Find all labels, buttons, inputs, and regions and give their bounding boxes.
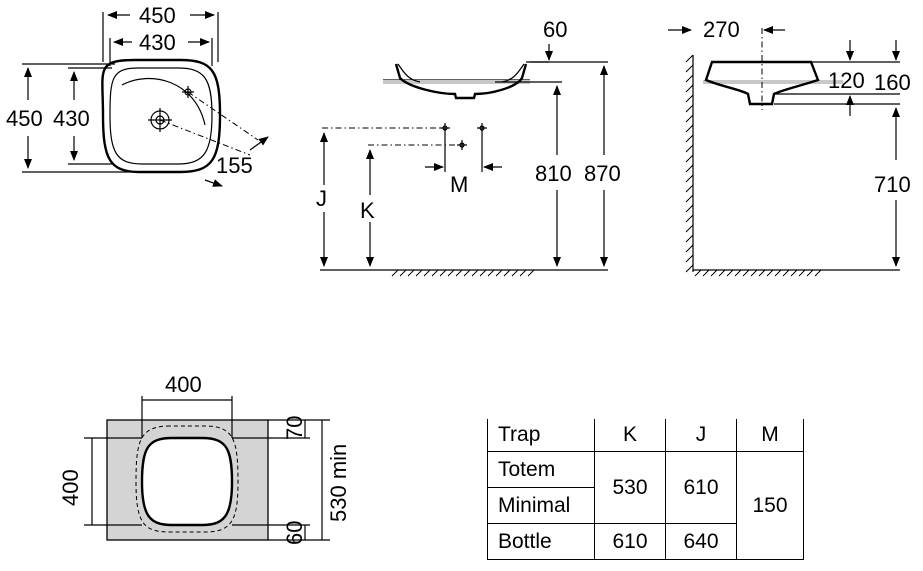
header-trap: Trap <box>487 419 595 452</box>
dim-cutout-bottom: 60 <box>282 521 307 545</box>
trap-table: Trap K J M Totem 530 610 150 Minimal Bot… <box>487 419 804 560</box>
cell-j-bottle: 640 <box>665 523 737 560</box>
top-view: 450 430 450 430 155 <box>6 3 269 187</box>
cutout-dashed-outline <box>135 425 239 533</box>
cell-bottle: Bottle <box>487 523 595 560</box>
dim-870: 870 <box>584 161 621 186</box>
dim-810: 810 <box>535 161 572 186</box>
front-view: 60 J K <box>316 17 621 277</box>
dim-rim: 60 <box>543 17 567 42</box>
dim-cutout-height: 400 <box>58 469 83 506</box>
dim-width-inner: 430 <box>139 30 176 55</box>
dim-width-outer: 450 <box>139 3 176 28</box>
basin-outline-outer <box>101 58 222 174</box>
dim-710: 710 <box>874 172 911 197</box>
dim-120: 120 <box>828 68 865 93</box>
trap-mark-1 <box>440 123 450 133</box>
table-header-row: Trap K J M <box>487 419 804 452</box>
header-j: J <box>665 419 737 452</box>
dim-m: M <box>450 172 468 197</box>
table-row: Minimal <box>487 487 804 524</box>
dim-160: 160 <box>874 70 911 95</box>
header-k: K <box>594 419 666 452</box>
dim-j: J <box>316 186 327 211</box>
table-row: Bottle 610 640 <box>487 523 804 560</box>
basin-bowl-curve <box>121 77 206 126</box>
table-row: Totem 530 610 150 <box>487 451 804 560</box>
trap-mark-2 <box>457 140 467 150</box>
cutout-hole <box>140 436 234 527</box>
cutout-view: 400 400 70 60 530 min <box>58 372 351 545</box>
cell-k-bottle: 610 <box>594 523 666 560</box>
cell-totem: Totem <box>487 451 595 488</box>
basin-side-profile <box>704 60 820 106</box>
floor-hatch <box>391 269 535 277</box>
side-view: 270 120 160 710 <box>668 17 911 277</box>
dim-cutout-depth-min: 530 min <box>326 444 351 522</box>
basin-front-profile <box>394 63 528 100</box>
side-floor-hatch <box>694 269 822 277</box>
cell-m: 150 <box>736 451 804 560</box>
countertop <box>383 80 530 84</box>
wall-hatch <box>685 54 694 273</box>
dim-270: 270 <box>703 17 740 42</box>
cell-minimal: Minimal <box>487 487 595 524</box>
trap-mark-3 <box>477 123 487 133</box>
header-m: M <box>736 419 804 452</box>
cell-k-totem-minimal: 530 <box>594 451 666 524</box>
dim-height-outer: 450 <box>6 106 43 131</box>
dim-k: K <box>360 198 375 223</box>
dim-tap-offset: 155 <box>216 153 253 178</box>
dim-height-inner: 430 <box>53 106 90 131</box>
dim-cutout-width: 400 <box>165 372 202 397</box>
cell-j-totem-minimal: 610 <box>665 451 737 524</box>
dim-cutout-top: 70 <box>282 416 307 440</box>
basin-outline-inner <box>109 67 213 165</box>
side-countertop <box>703 80 843 84</box>
